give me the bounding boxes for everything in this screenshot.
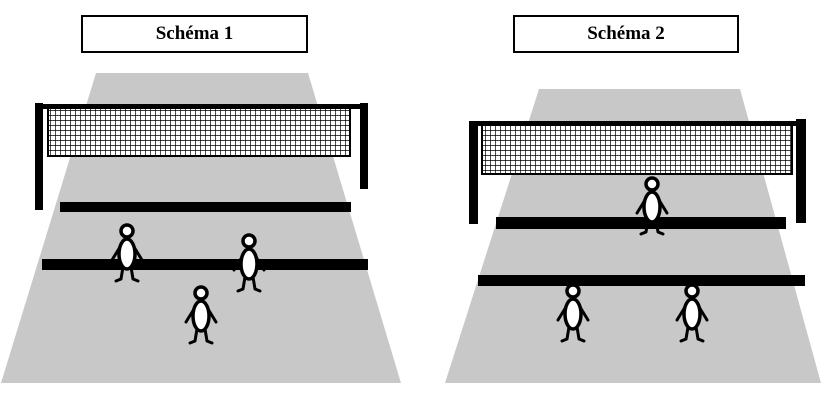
net-top-band-2 — [478, 121, 796, 126]
back-line-1 — [42, 259, 368, 270]
schema-1-label: Schéma 1 — [81, 15, 308, 53]
schema-2 — [445, 89, 821, 383]
net-post-left-2 — [469, 121, 478, 224]
net-post-right-2 — [796, 119, 806, 223]
net-2 — [481, 123, 793, 175]
net-1 — [47, 106, 351, 157]
schema-2-label: Schéma 2 — [513, 15, 739, 53]
attack-line-1 — [60, 202, 351, 212]
schema-1 — [1, 73, 401, 383]
attack-line-2 — [496, 217, 786, 229]
net-post-left-1 — [35, 103, 43, 210]
net-post-right-1 — [360, 103, 368, 189]
net-top-band-1 — [43, 104, 360, 109]
back-line-2 — [478, 275, 805, 286]
